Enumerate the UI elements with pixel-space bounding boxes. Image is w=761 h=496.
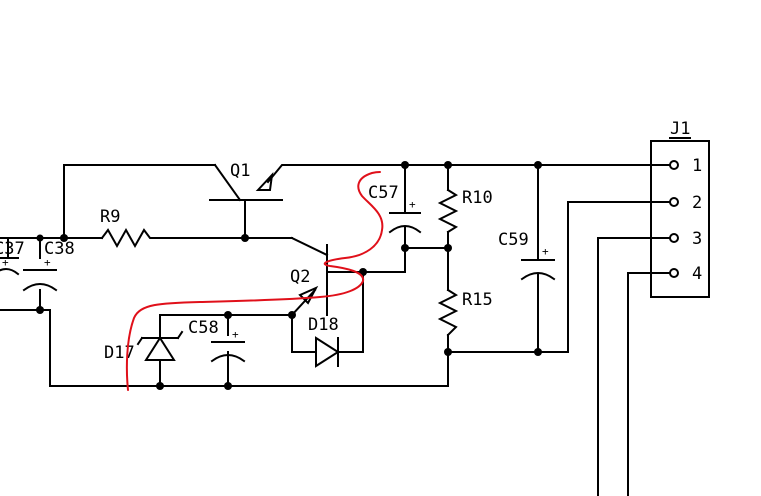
j1-pin-3: 3: [692, 229, 702, 249]
c57-polarity: +: [409, 198, 416, 211]
capacitor-c58: + C58: [188, 318, 246, 363]
c58-polarity: +: [232, 328, 239, 341]
c59-label: C59: [498, 230, 529, 250]
r9-label: R9: [100, 207, 120, 227]
resistor-r10: R10: [437, 188, 493, 234]
capacitor-c37: C37 +: [0, 239, 25, 276]
junction-dots: [36, 161, 542, 390]
c58-label: C58: [188, 318, 219, 338]
capacitor-c59: + C59: [498, 230, 556, 281]
q1-label: Q1: [230, 161, 250, 181]
capacitor-c57: + C57: [368, 183, 422, 234]
d17-label: D17: [104, 343, 135, 363]
capacitor-c38: C38 +: [22, 239, 75, 292]
c37-polarity: +: [2, 256, 9, 269]
c59-polarity: +: [542, 245, 549, 258]
q2-label: Q2: [290, 267, 310, 287]
diode-d18: D18: [308, 315, 340, 368]
c38-polarity: +: [44, 256, 51, 269]
wires: [0, 164, 644, 496]
resistor-r15: R15: [437, 288, 493, 337]
j1-pin-4: 4: [692, 264, 702, 284]
r15-label: R15: [462, 290, 493, 310]
r10-label: R10: [462, 188, 493, 208]
diode-d17: D17: [104, 330, 184, 363]
j1-label: J1: [670, 119, 690, 139]
resistor-r9: R9: [100, 207, 155, 249]
d18-label: D18: [308, 315, 339, 335]
c57-label: C57: [368, 183, 399, 203]
c38-label: C38: [44, 239, 75, 259]
c37-label: C37: [0, 239, 25, 259]
connector-j1: J1 1 2 3 4: [642, 119, 710, 298]
j1-pin-1: 1: [692, 156, 702, 176]
j1-pin-2: 2: [692, 193, 702, 213]
transistor-q1: Q1: [213, 161, 274, 202]
red-annotation-stroke: [125, 171, 384, 391]
